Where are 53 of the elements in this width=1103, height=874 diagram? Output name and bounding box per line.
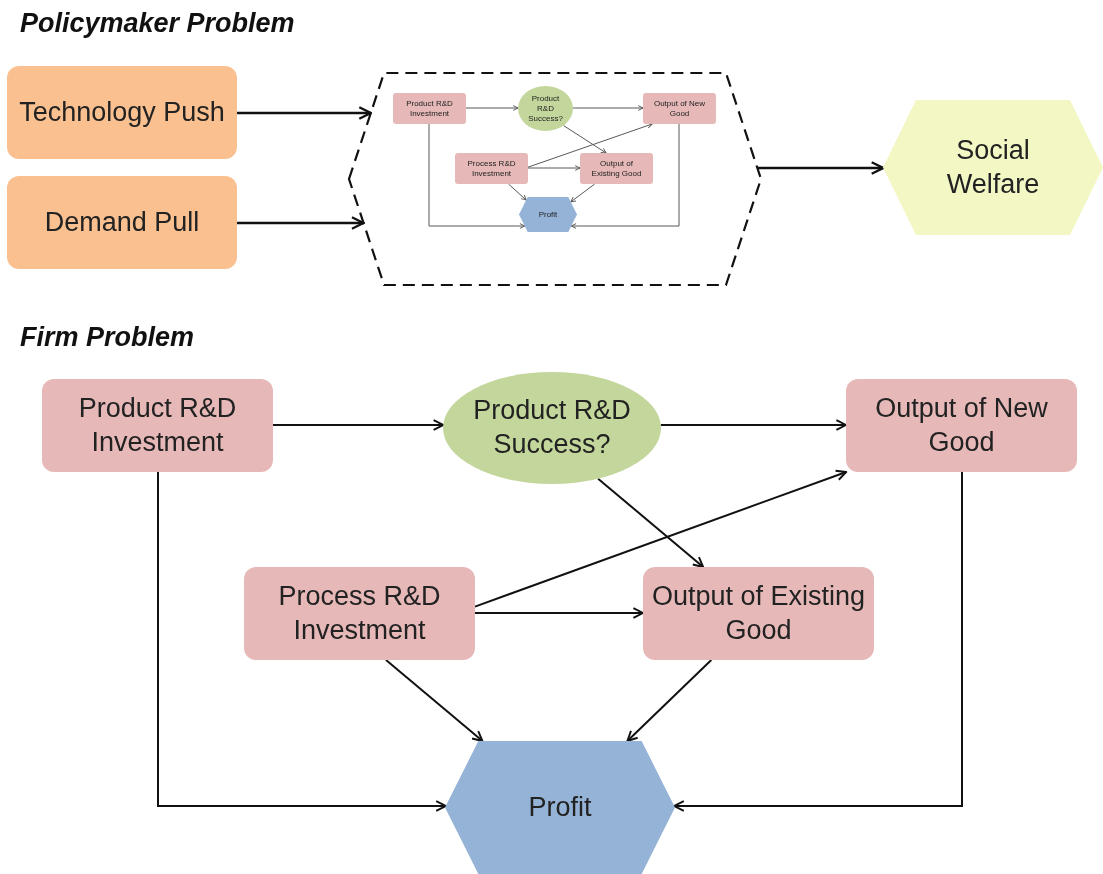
node-label: Social Welfare — [945, 133, 1041, 201]
arrow — [572, 105, 644, 111]
hexagon-node — [445, 741, 675, 874]
process-box — [643, 567, 874, 660]
arrow — [474, 469, 848, 608]
arrow — [527, 165, 581, 171]
node-label: Output of New Good — [874, 391, 1049, 459]
process-box — [393, 93, 466, 124]
arrow — [385, 659, 484, 742]
arrow — [237, 216, 365, 230]
node-label: Output of Existing Good — [651, 579, 866, 647]
arrow — [272, 419, 445, 431]
dashed-hexagon-frame — [349, 73, 761, 285]
section-heading: Policymaker Problem — [20, 8, 295, 39]
section-heading: Firm Problem — [20, 322, 195, 353]
arrow — [563, 125, 607, 154]
arrow — [465, 105, 519, 111]
arrow — [237, 106, 372, 120]
arrow — [527, 122, 653, 168]
arrow — [474, 607, 644, 619]
node-label: Process R&D Investment — [277, 579, 442, 647]
node-label: Product R&D Investment — [405, 98, 454, 119]
node-label: Output of New Good — [652, 98, 707, 119]
node-label: Output of Existing Good — [590, 158, 643, 179]
process-box — [580, 153, 653, 184]
arrow — [428, 123, 526, 229]
node-label: Product R&D Success? — [472, 394, 632, 461]
node-label: Profit — [528, 790, 592, 824]
process-box — [42, 379, 273, 472]
hexagon-node — [883, 100, 1103, 235]
node-label: Product R&D Investment — [77, 391, 238, 459]
arrow — [157, 471, 447, 812]
arrow — [757, 161, 885, 175]
process-box — [846, 379, 1077, 472]
process-box — [7, 66, 237, 159]
arrow — [570, 123, 680, 229]
arrow — [673, 471, 963, 812]
arrow — [626, 659, 713, 742]
process-box — [455, 153, 528, 184]
node-label: Demand Pull — [44, 205, 200, 239]
node-label: Product R&D Success? — [527, 93, 564, 124]
arrow — [570, 183, 596, 203]
node-label: Process R&D Investment — [466, 158, 517, 179]
node-label: Technology Push — [19, 95, 225, 129]
hexagon-node — [519, 197, 577, 232]
process-box — [244, 567, 475, 660]
node-label: Profit — [538, 209, 558, 220]
process-box — [7, 176, 237, 269]
arrow — [659, 419, 847, 431]
decision-ellipse — [518, 86, 573, 131]
arrow — [508, 183, 527, 201]
arrow — [597, 477, 705, 568]
process-box — [643, 93, 716, 124]
